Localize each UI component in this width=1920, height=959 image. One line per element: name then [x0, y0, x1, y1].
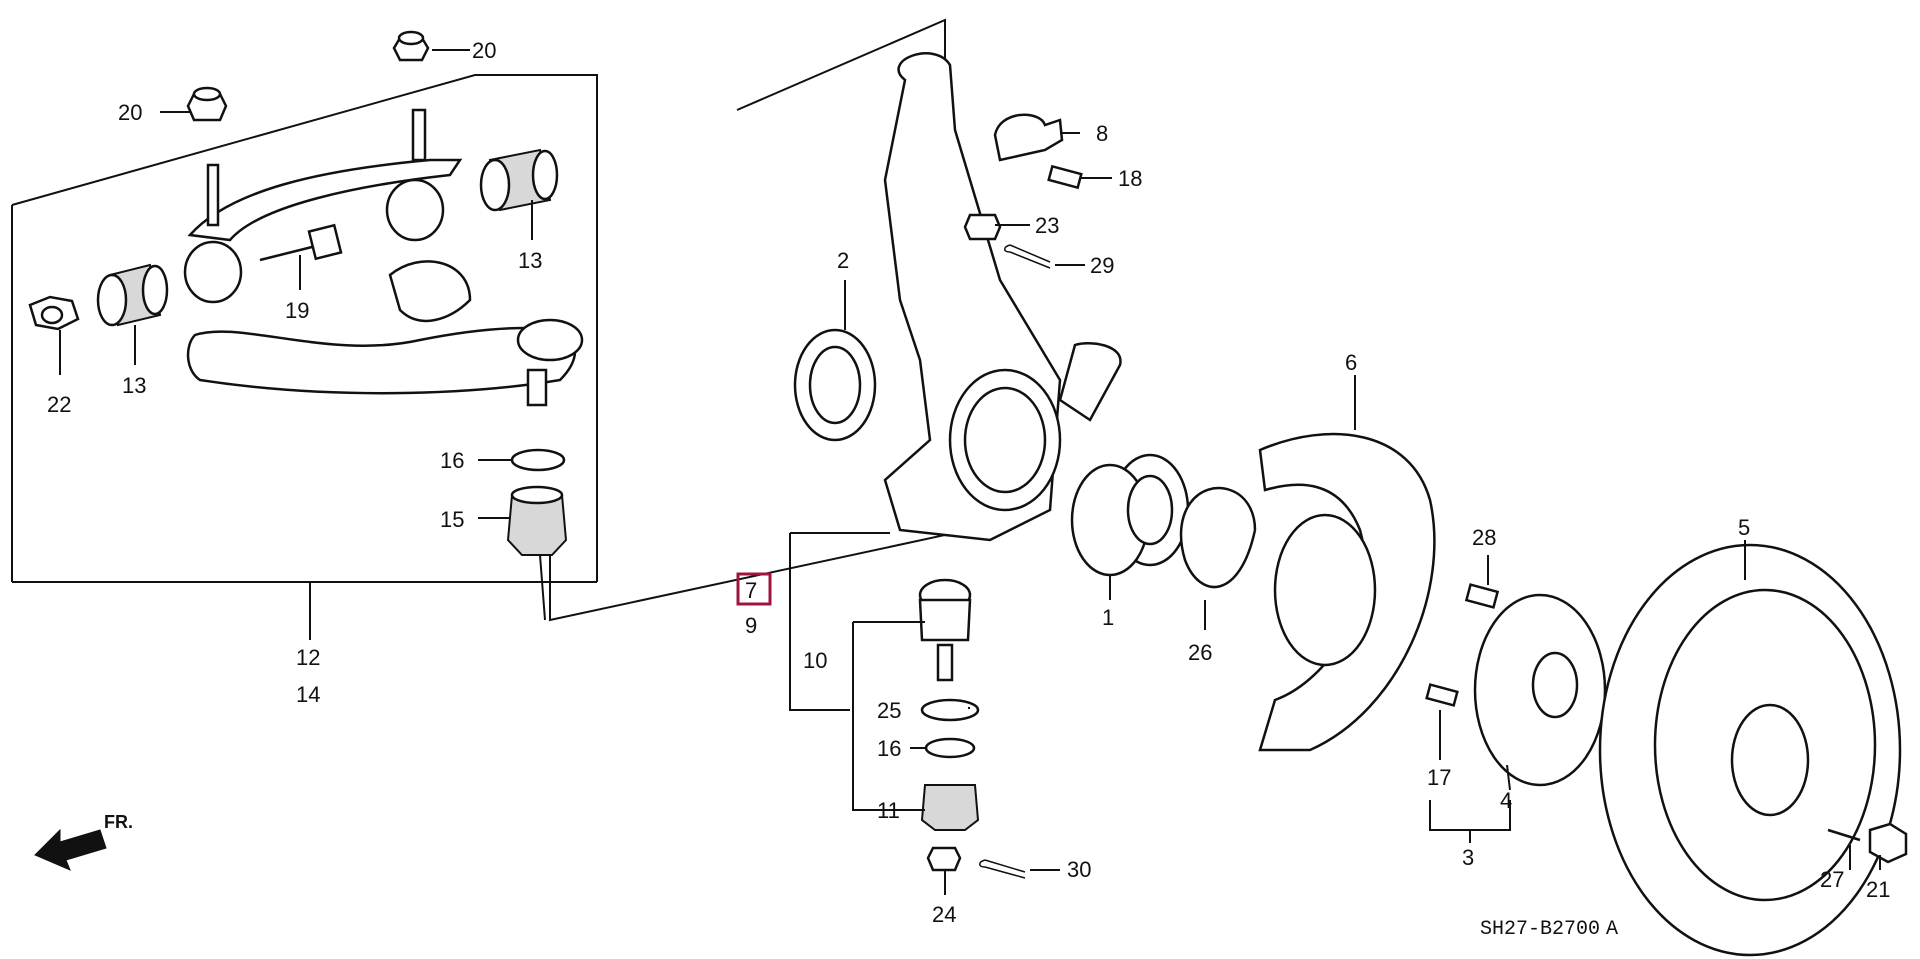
callout-21[interactable]: 21	[1866, 877, 1890, 902]
bracket-8	[993, 113, 1064, 162]
leader-lines	[59, 49, 1881, 895]
callout-24[interactable]: 24	[932, 902, 956, 927]
wheel-bearing-1	[1070, 453, 1190, 577]
callout-20-left[interactable]: 20	[118, 100, 142, 125]
callout-13-left[interactable]: 13	[122, 373, 146, 398]
callout-12[interactable]: 12	[296, 645, 320, 670]
callout-14[interactable]: 14	[296, 682, 320, 707]
nut-22	[28, 295, 80, 331]
snap-ring-16-upper	[510, 448, 566, 472]
callout-8[interactable]: 8	[1096, 121, 1108, 146]
callout-23[interactable]: 23	[1035, 213, 1059, 238]
front-direction-label: FR.	[104, 812, 133, 832]
callout-29[interactable]: 29	[1090, 253, 1114, 278]
stud-17	[1425, 683, 1459, 707]
callout-18[interactable]: 18	[1118, 166, 1142, 191]
upper-arm-group-frame	[11, 74, 598, 640]
callout-17[interactable]: 17	[1427, 765, 1451, 790]
callout-1[interactable]: 1	[1102, 605, 1114, 630]
dust-boot-15	[506, 485, 568, 556]
dust-boot-11	[920, 784, 980, 831]
front-direction-arrow-icon	[34, 828, 107, 871]
callout-19[interactable]: 19	[285, 298, 309, 323]
upper-control-arm	[186, 260, 584, 407]
hub-4	[1473, 593, 1607, 787]
screw-27	[1827, 828, 1861, 842]
castle-nut-24	[926, 846, 962, 872]
callout-27[interactable]: 27	[1820, 867, 1844, 892]
flange-nut-20-top	[392, 30, 430, 62]
callout-30[interactable]: 30	[1067, 857, 1091, 882]
callout-3[interactable]: 3	[1462, 845, 1474, 870]
callout-26[interactable]: 26	[1188, 640, 1212, 665]
bolt-19	[259, 223, 343, 262]
callout-25[interactable]: 25	[877, 698, 901, 723]
callout-20-top[interactable]: 20	[472, 38, 496, 63]
callout-10[interactable]: 10	[803, 648, 827, 673]
cotter-pin-30	[979, 859, 1026, 879]
diagram-code: SH27-B2700	[1480, 918, 1600, 941]
brake-disc-5	[1598, 543, 1902, 957]
snap-ring-16-lower	[924, 737, 976, 759]
knuckle-group-frame	[549, 18, 946, 622]
callout-13-right[interactable]: 13	[518, 248, 542, 273]
callout-2[interactable]: 2	[837, 248, 849, 273]
flange-nut-20-left	[186, 86, 228, 122]
callout-15[interactable]: 15	[440, 507, 464, 532]
bolt-28	[1464, 583, 1500, 609]
bushing-13-right	[479, 148, 559, 212]
cotter-pin-29	[1004, 244, 1051, 269]
snap-ring-26	[1179, 486, 1257, 589]
callout-16-upper[interactable]: 16	[440, 448, 464, 473]
bolt-18	[1047, 164, 1083, 190]
callout-22[interactable]: 22	[47, 392, 71, 417]
callout-16-lower[interactable]: 16	[877, 736, 901, 761]
callout-7[interactable]: 7	[745, 578, 757, 603]
dust-seal-2	[793, 328, 877, 442]
callout-11[interactable]: 11	[877, 798, 900, 823]
nut-21	[1868, 822, 1908, 864]
clip-25	[920, 698, 980, 722]
callout-6[interactable]: 6	[1345, 350, 1357, 375]
callout-4[interactable]: 4	[1500, 788, 1512, 813]
steering-knuckle	[883, 52, 1122, 542]
callout-28[interactable]: 28	[1472, 525, 1496, 550]
ball-joint-10	[918, 578, 972, 682]
upper-arm-bracket	[183, 108, 463, 304]
callout-5[interactable]: 5	[1738, 515, 1750, 540]
callout-9[interactable]: 9	[745, 613, 757, 638]
diagram-code-suffix: A	[1606, 918, 1618, 941]
bushing-13-left	[96, 263, 169, 327]
splash-shield-6	[1258, 432, 1436, 752]
highlight-box-7	[736, 572, 772, 606]
castle-nut-23	[963, 213, 1002, 241]
